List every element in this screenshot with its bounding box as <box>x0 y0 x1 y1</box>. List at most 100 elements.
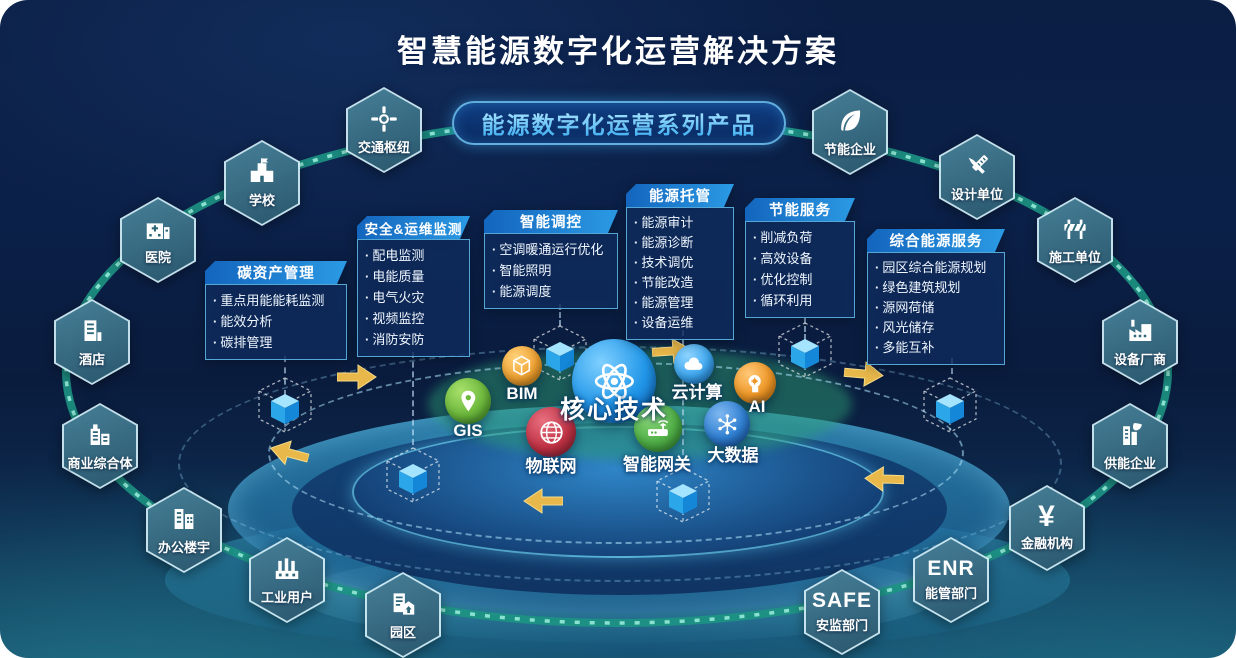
card-item: 能源诊断 <box>634 233 726 253</box>
tech-label-bigdata: 大数据 <box>707 446 759 465</box>
card-item: 电能质量 <box>365 266 462 287</box>
stakeholder-label: 学校 <box>248 193 275 208</box>
card-item: 碳排管理 <box>213 332 339 353</box>
leaf-icon <box>841 110 861 131</box>
tech-sphere-cloud <box>674 344 714 384</box>
stakeholder-label: 医院 <box>144 250 171 265</box>
ai-head-icon <box>748 374 761 393</box>
card-item: 空调暖通运行优化 <box>492 239 610 260</box>
flow-arrow-icon <box>523 488 563 514</box>
stakeholder-energy-supplier: 供能企业 <box>1092 403 1168 489</box>
hotel-icon <box>84 320 102 341</box>
card-item: 重点用能能耗监测 <box>213 290 339 311</box>
stakeholder-safety-dept: SAFE 安监部门 <box>804 569 880 655</box>
stakeholder-label: 商业综合体 <box>67 456 133 471</box>
card-item: 循环利用 <box>753 290 847 311</box>
card-title: 节能服务 <box>745 198 855 221</box>
card-item: 视频监控 <box>365 308 462 329</box>
stakeholder-hospital: 医院 <box>120 197 196 283</box>
card-item: 消防安防 <box>365 329 462 350</box>
stakeholder-industrial-user: 工业用户 <box>249 537 325 623</box>
yuan-icon: ¥ <box>1038 500 1056 533</box>
tech-sphere-bigdata <box>704 401 750 447</box>
stakeholder-finance: ¥ 金融机构 <box>1009 485 1085 571</box>
card-item: 源网荷储 <box>875 298 997 318</box>
tech-sphere-gateway <box>634 404 682 452</box>
safety-dept-badge: SAFE <box>811 589 872 612</box>
card-item: 技术调优 <box>634 253 726 273</box>
card-item: 能源调度 <box>492 281 610 302</box>
stakeholder-school: 学校 <box>224 140 300 226</box>
equipment-maker-icon <box>1129 319 1152 341</box>
card-title: 综合能源服务 <box>867 229 1005 252</box>
dropline <box>804 318 806 348</box>
tech-sphere-iot <box>526 407 576 457</box>
tech-sphere-gis <box>445 378 491 424</box>
card-item-list: 重点用能能耗监测 能效分析 碳排管理 <box>213 290 339 353</box>
stakeholder-construction-unit: 施工单位 <box>1037 197 1113 283</box>
stakeholder-label: 设计单位 <box>950 187 1003 202</box>
card-item: 设备运维 <box>634 313 726 333</box>
card-item-list: 能源审计 能源诊断 技术调优 节能改造 能源管理 设备运维 <box>634 213 726 333</box>
stakeholder-label: 办公楼宇 <box>157 540 210 555</box>
card-title: 碳资产管理 <box>205 261 347 284</box>
construction-unit-icon <box>1064 219 1086 239</box>
stakeholder-label: 施工单位 <box>1048 250 1101 265</box>
card-smart-control: 智能调控 空调暖通运行优化 智能照明 能源调度 <box>484 210 618 309</box>
series-banner: 能源数字化运营系列产品 <box>452 101 786 145</box>
energy-supplier-icon <box>1123 423 1142 445</box>
card-item: 高效设备 <box>753 248 847 269</box>
stakeholder-label: 园区 <box>389 625 416 640</box>
gis-pin-icon <box>461 390 475 411</box>
dropline <box>412 352 414 445</box>
card-item-list: 空调暖通运行优化 智能照明 能源调度 <box>492 239 610 302</box>
data-cube-icon <box>655 467 711 523</box>
card-carbon-asset: 碳资产管理 重点用能能耗监测 能效分析 碳排管理 <box>205 261 347 360</box>
stakeholder-commercial-complex: 商业综合体 <box>62 403 138 489</box>
hospital-icon <box>146 223 170 239</box>
card-item: 削减负荷 <box>753 227 847 248</box>
card-item: 节能改造 <box>634 273 726 293</box>
stakeholder-traffic-hub: 交通枢纽 <box>346 87 422 173</box>
data-cube-icon <box>257 377 313 433</box>
stakeholder-equipment-maker: 设备厂商 <box>1102 299 1178 385</box>
card-item: 绿色建筑规划 <box>875 278 997 298</box>
card-item: 能源审计 <box>634 213 726 233</box>
industrial-user-icon <box>275 558 299 579</box>
stakeholder-label: 交通枢纽 <box>357 140 410 155</box>
card-item: 多能互补 <box>875 338 997 358</box>
school-icon <box>250 158 274 182</box>
card-title: 能源托管 <box>626 184 734 207</box>
card-item-list: 园区综合能源规划 绿色建筑规划 源网荷储 风光储存 多能互补 <box>875 258 997 358</box>
tech-label-gateway: 智能网关 <box>623 455 691 474</box>
router-icon <box>648 420 669 437</box>
card-item: 智能照明 <box>492 260 610 281</box>
cloud-icon <box>684 357 703 371</box>
energy-admin-badge: ENR <box>927 557 975 580</box>
tech-label-cloud: 云计算 <box>671 383 723 402</box>
dropline <box>284 356 286 396</box>
series-banner-label: 能源数字化运营系列产品 <box>482 106 757 140</box>
card-item: 园区综合能源规划 <box>875 258 997 278</box>
card-item-list: 配电监测 电能质量 电气火灾 视频监控 消防安防 <box>365 245 462 350</box>
card-item: 电气火灾 <box>365 287 462 308</box>
data-cube-icon <box>385 447 441 503</box>
tech-label-bim: BIM <box>506 384 538 403</box>
card-title: 安全&运维监测 <box>357 216 470 239</box>
card-title: 智能调控 <box>484 210 618 233</box>
card-energy-hosting: 能源托管 能源审计 能源诊断 技术调优 节能改造 能源管理 设备运维 <box>626 184 734 340</box>
dropline <box>682 330 684 465</box>
tech-label-iot: 物联网 <box>525 457 577 476</box>
office-building-icon <box>174 509 194 529</box>
tech-sphere-ai <box>734 362 776 404</box>
stakeholder-energy-admin: ENR 能管部门 <box>913 537 989 623</box>
stakeholder-park: 园区 <box>365 572 441 658</box>
atom-icon <box>594 363 634 399</box>
stakeholder-label: 酒店 <box>78 352 105 367</box>
design-unit-icon <box>968 155 988 174</box>
stakeholder-label: 设备厂商 <box>1113 352 1166 367</box>
tech-label-ai: AI <box>748 397 766 416</box>
globe-icon <box>539 420 563 444</box>
card-item: 优化控制 <box>753 269 847 290</box>
